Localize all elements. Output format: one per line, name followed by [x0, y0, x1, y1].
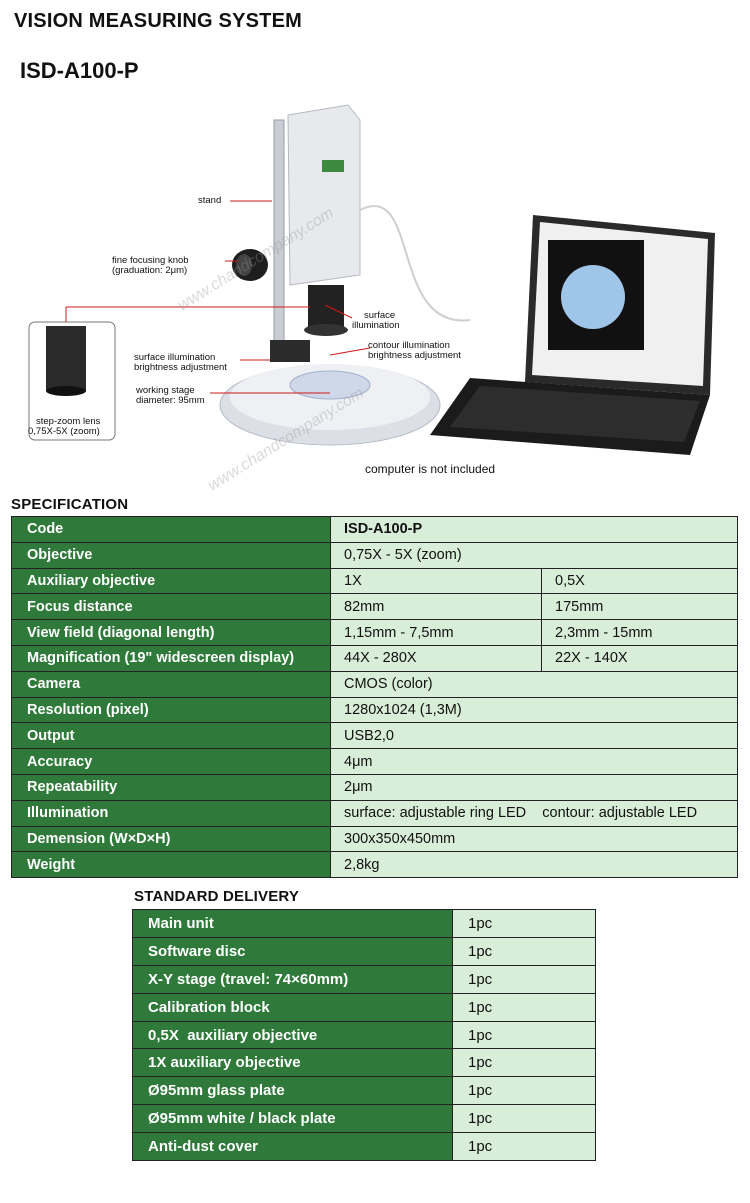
delivery-qty: 1pc: [452, 909, 596, 938]
spec-label: Camera: [11, 670, 331, 698]
callout-contour-2: brightness adjustment: [368, 350, 461, 361]
delivery-label: Software disc: [132, 936, 453, 966]
callout-stage-2: diameter: 95mm: [136, 395, 205, 406]
callout-stand: stand: [198, 195, 222, 206]
table-row: Focus distance 82mm 175mm: [11, 593, 738, 621]
spec-value: 4μm: [330, 748, 738, 775]
table-row: Illumination surface: adjustable ring LE…: [11, 799, 738, 827]
callout-surface-2: illumination: [352, 320, 400, 331]
spec-label: Demension (W×D×H): [11, 825, 331, 853]
product-illustration: stand fine focusing knob (graduation: 2μ…: [0, 90, 750, 494]
delivery-qty: 1pc: [452, 1104, 596, 1134]
spec-label: Objective: [11, 541, 331, 569]
callout-stage-1: working stage: [136, 385, 195, 396]
spec-label: Repeatability: [11, 773, 331, 801]
spec-label: Resolution (pixel): [11, 696, 331, 724]
table-row: Demension (W×D×H) 300x350x450mm: [11, 825, 738, 853]
spec-label: Accuracy: [11, 748, 331, 775]
delivery-heading: STANDARD DELIVERY: [134, 888, 300, 905]
table-row: Magnification (19" widescreen display) 4…: [11, 644, 738, 672]
table-row: Objective 0,75X - 5X (zoom): [11, 541, 738, 569]
callout-lens-1: step-zoom lens: [36, 416, 101, 427]
table-row: Weight 2,8kg: [11, 851, 738, 879]
spec-value: 2μm: [330, 773, 738, 801]
spec-value: 0,75X - 5X (zoom): [330, 541, 738, 569]
callout-focusing-knob: fine focusing knob: [112, 255, 189, 266]
spec-value-2: 2,3mm - 15mm: [541, 619, 738, 646]
spec-value: 1,15mm - 7,5mm: [330, 619, 542, 646]
spec-label: Illumination: [11, 799, 331, 827]
computer-note: computer is not included: [365, 462, 496, 476]
spec-value-2: 0,5X: [541, 567, 738, 595]
spec-value: surface: adjustable ring LED contour: ad…: [330, 799, 738, 827]
delivery-label: 0,5X auxiliary objective: [132, 1020, 453, 1050]
spec-value: 44X - 280X: [330, 644, 542, 672]
spec-label: Focus distance: [11, 593, 331, 621]
callout-contour-1: contour illumination: [368, 340, 450, 351]
page-title: VISION MEASURING SYSTEM: [14, 10, 302, 32]
table-row: X-Y stage (travel: 74×60mm)1pc: [132, 964, 596, 994]
table-row: View field (diagonal length) 1,15mm - 7,…: [11, 619, 738, 646]
delivery-label: 1X auxiliary objective: [132, 1048, 453, 1078]
spec-value: 300x350x450mm: [330, 825, 738, 853]
table-row: Output USB2,0: [11, 722, 738, 750]
table-row: Code ISD-A100-P: [11, 516, 738, 543]
spec-label: Weight: [11, 851, 331, 879]
spec-heading: SPECIFICATION: [11, 496, 129, 513]
spec-label: Magnification (19" widescreen display): [11, 644, 331, 672]
spec-value: 2,8kg: [330, 851, 738, 879]
delivery-qty: 1pc: [452, 992, 596, 1022]
callout-surface-1: surface: [364, 310, 396, 321]
callout-lens-2: 0,75X-5X (zoom): [28, 426, 100, 437]
callout-graduation: (graduation: 2μm): [112, 265, 188, 276]
delivery-label: Ø95mm white / black plate: [132, 1104, 453, 1134]
spec-value-2: 175mm: [541, 593, 738, 621]
table-row: Camera CMOS (color): [11, 670, 738, 698]
spec-value-2: 22X - 140X: [541, 644, 738, 672]
product-photo: [28, 104, 715, 455]
delivery-qty: 1pc: [452, 1020, 596, 1050]
spec-value: 82mm: [330, 593, 542, 621]
delivery-qty: 1pc: [452, 964, 596, 994]
delivery-qty: 1pc: [452, 1076, 596, 1106]
spec-label: View field (diagonal length): [11, 619, 331, 646]
spec-value: CMOS (color): [330, 670, 738, 698]
spec-value: ISD-A100-P: [330, 516, 738, 543]
spec-value: USB2,0: [330, 722, 738, 750]
delivery-label: Main unit: [132, 909, 453, 938]
model-title: ISD-A100-P: [20, 58, 139, 83]
callout-surface-brightness-2: brightness adjustment: [134, 362, 227, 373]
table-row: Auxiliary objective 1X 0,5X: [11, 567, 738, 595]
callout-surface-brightness-1: surface illumination: [134, 352, 216, 363]
spec-label: Code: [11, 516, 331, 543]
table-row: Accuracy 4μm: [11, 748, 738, 775]
spec-label: Output: [11, 722, 331, 750]
delivery-label: Ø95mm glass plate: [132, 1076, 453, 1106]
spec-table: Code ISD-A100-P Objective 0,75X - 5X (zo…: [11, 516, 738, 879]
spec-value: 1280x1024 (1,3M): [330, 696, 738, 724]
delivery-qty: 1pc: [452, 936, 596, 966]
spec-value: 1X: [330, 567, 542, 595]
delivery-label: Anti-dust cover: [132, 1132, 453, 1162]
delivery-label: Calibration block: [132, 992, 453, 1022]
delivery-label: X-Y stage (travel: 74×60mm): [132, 964, 453, 994]
table-row: Resolution (pixel) 1280x1024 (1,3M): [11, 696, 738, 724]
spec-label: Auxiliary objective: [11, 567, 331, 595]
delivery-qty: 1pc: [452, 1048, 596, 1078]
table-row: Repeatability 2μm: [11, 773, 738, 801]
delivery-qty: 1pc: [452, 1132, 596, 1162]
